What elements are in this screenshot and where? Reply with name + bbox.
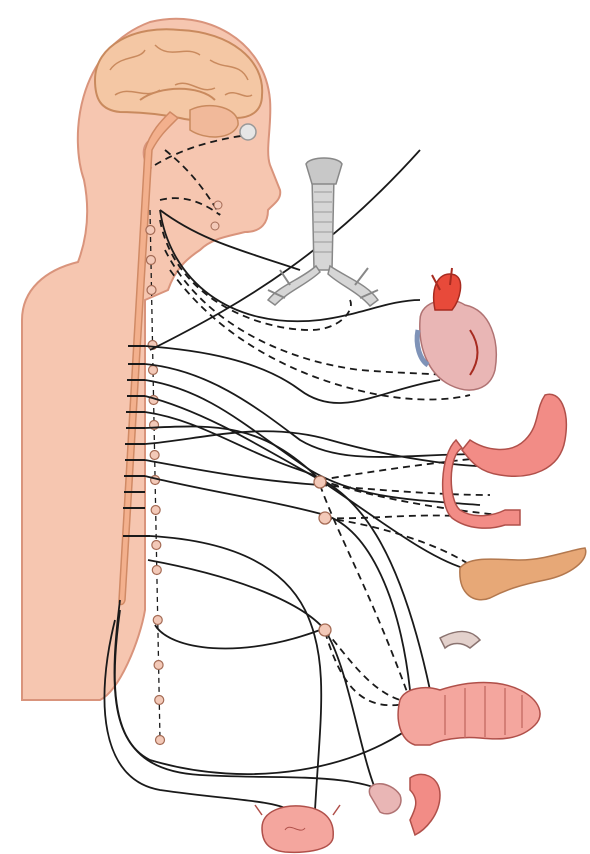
chain-ganglion <box>150 451 159 460</box>
chain-ganglion <box>147 286 156 295</box>
eye <box>240 124 256 140</box>
pancreas <box>460 548 586 600</box>
chain-ganglion <box>155 696 164 705</box>
kidney-body <box>410 774 440 835</box>
pancreas-body <box>460 548 586 600</box>
chain-ganglion <box>152 566 161 575</box>
human-silhouette <box>22 19 280 700</box>
bladder <box>255 805 340 852</box>
large-intestine <box>398 683 540 746</box>
chain-ganglion <box>146 226 155 235</box>
chain-ganglion <box>151 506 160 515</box>
chain-ganglion <box>152 541 161 550</box>
liver-fragment <box>440 632 480 649</box>
left-bronchus <box>268 266 320 305</box>
chain-ganglion <box>149 366 158 375</box>
chain-ganglion <box>156 736 165 745</box>
chain-ganglion <box>154 661 163 670</box>
right-bronchus <box>328 266 378 306</box>
colon <box>398 683 540 746</box>
body-outline <box>22 19 280 700</box>
stomach-body <box>462 394 566 476</box>
ganglia-group <box>146 226 165 745</box>
larynx <box>306 158 342 184</box>
heart-body <box>420 300 496 390</box>
peripheral-ganglia <box>314 476 331 636</box>
chain-ganglion <box>153 616 162 625</box>
trachea-lungs <box>268 158 378 306</box>
trachea <box>312 176 334 270</box>
chain-ganglion <box>146 256 155 265</box>
stomach <box>462 394 566 476</box>
heart <box>417 268 496 390</box>
kidney <box>369 774 440 835</box>
